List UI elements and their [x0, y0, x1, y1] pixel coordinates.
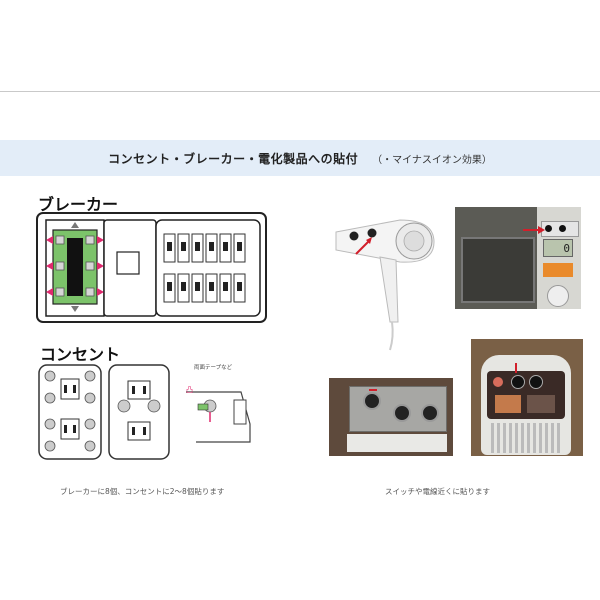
outlet-label: コンセント — [40, 345, 121, 364]
control-panel-photo — [329, 378, 453, 456]
header-band: コンセント・ブレーカー・電化製品への貼付 （・マイナスイオン効果） — [0, 140, 600, 176]
header-subtitle: （・マイナスイオン効果） — [372, 154, 492, 166]
hair-dryer-photo — [330, 202, 440, 352]
svg-text:凸: 凸 — [186, 386, 193, 394]
top-divider — [0, 91, 600, 92]
outlet-diagram: 凸 — [38, 364, 251, 460]
tape-note: 両面テープなど — [194, 365, 233, 371]
microwave-photo: 0 — [455, 207, 581, 309]
microwave-display: 0 — [543, 239, 573, 257]
red-arrow-icon — [523, 226, 545, 234]
heater-photo — [471, 339, 583, 456]
breaker-diagram — [36, 212, 267, 323]
left-caption: ブレーカーに8個、コンセントに2～8個貼ります — [60, 487, 225, 496]
breaker-label: ブレーカー — [38, 195, 119, 214]
right-caption: スイッチや電線近くに貼ります — [385, 487, 490, 496]
header-title: コンセント・ブレーカー・電化製品への貼付 — [108, 151, 359, 166]
